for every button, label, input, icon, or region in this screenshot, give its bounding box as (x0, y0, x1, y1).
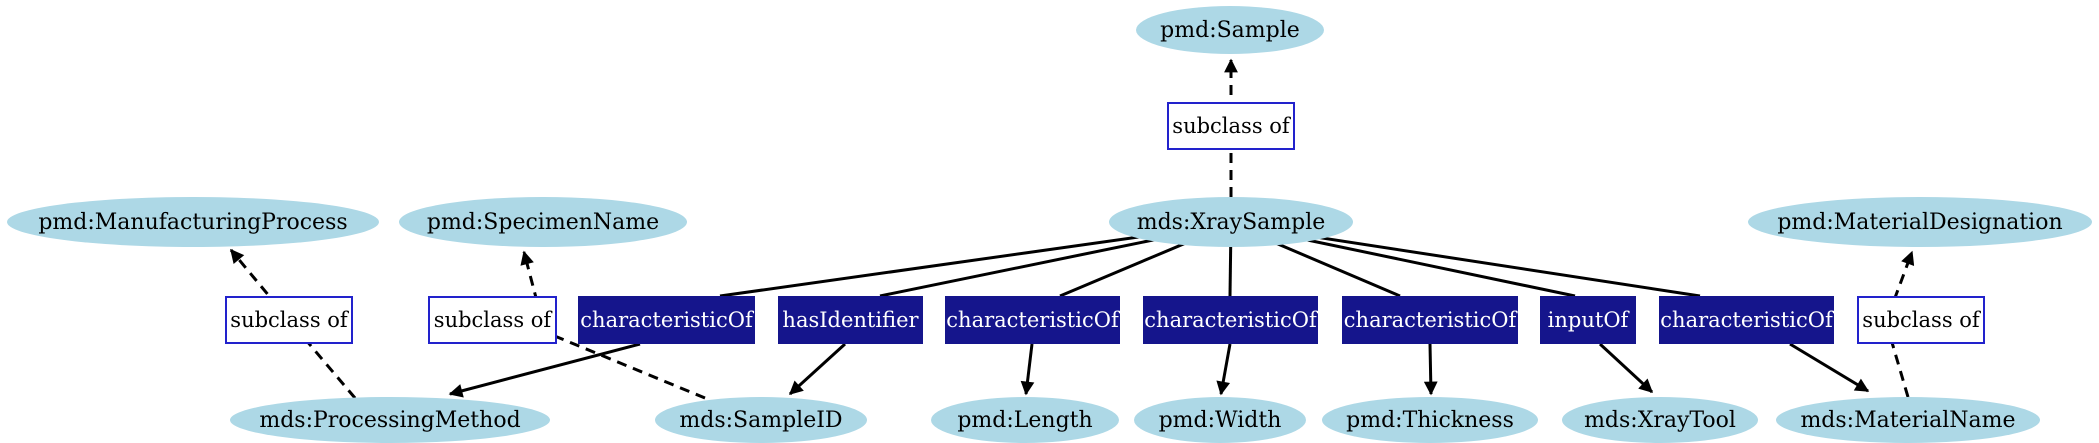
edge-hasidentifier-to-sampleid (788, 342, 847, 396)
class-node-pmd-manufacturingprocess: pmd:ManufacturingProcess (7, 197, 379, 247)
property-box-characteristicof-5: characteristicOf (1659, 296, 1834, 344)
edge-characteristicof-4-to-thickness (1423, 343, 1438, 396)
subclass-label-box-top: subclass of (1167, 102, 1295, 150)
edge-characteristicof-2-to-length (1020, 343, 1035, 396)
property-box-characteristicof-4: characteristicOf (1342, 296, 1518, 344)
class-node-mds-xraysample: mds:XraySample (1109, 197, 1353, 247)
class-node-mds-processingmethod: mds:ProcessingMethod (230, 397, 550, 443)
subclass-label-box-right: subclass of (1857, 296, 1985, 344)
subclass-label-box-left-2: subclass of (428, 296, 557, 344)
edge-inputof-to-xraytool (1598, 342, 1654, 394)
property-box-inputof: inputOf (1540, 296, 1636, 344)
edge-characteristicof-3-to-width (1216, 343, 1232, 396)
property-box-characteristicof-3: characteristicOf (1143, 296, 1318, 344)
class-node-pmd-specimenname: pmd:SpecimenName (399, 197, 687, 247)
class-node-pmd-thickness: pmd:Thickness (1322, 397, 1538, 443)
edge-subclass-materialname-to-materialdesignation (1884, 250, 1915, 398)
class-node-pmd-width: pmd:Width (1134, 397, 1306, 443)
edge-characteristicof-1-to-processingmethod (448, 342, 641, 398)
property-box-characteristicof-1: characteristicOf (578, 296, 755, 344)
subclass-label-box-left-1: subclass of (225, 296, 353, 344)
class-node-mds-sampleid: mds:SampleID (655, 397, 867, 443)
property-box-characteristicof-2: characteristicOf (945, 296, 1120, 344)
class-node-mds-materialname: mds:MaterialName (1776, 397, 2040, 443)
class-node-pmd-materialdesignation: pmd:MaterialDesignation (1748, 197, 2092, 247)
property-box-hasidentifier: hasIdentifier (778, 296, 923, 344)
class-node-pmd-length: pmd:Length (931, 397, 1119, 443)
class-node-mds-xraytool: mds:XrayTool (1562, 397, 1758, 443)
class-node-pmd-sample: pmd:Sample (1136, 6, 1324, 54)
edge-characteristicof-5-to-materialname (1789, 342, 1870, 393)
